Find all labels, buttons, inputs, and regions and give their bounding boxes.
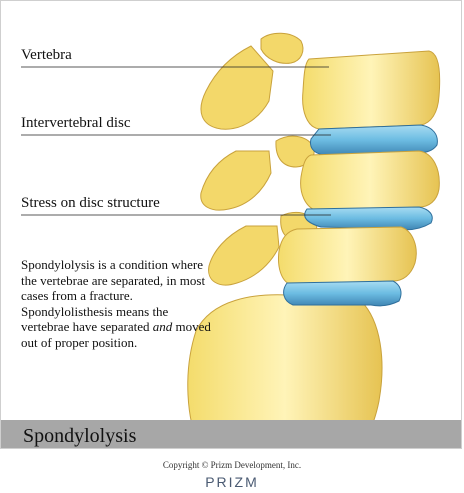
vertebral-body-1	[302, 50, 441, 130]
description-text: Spondylolysis is a condition where the v…	[21, 257, 211, 350]
diagram-frame: Vertebra Intervertebral disc Stress on d…	[0, 0, 462, 449]
intervertebral-disc-2	[304, 206, 433, 231]
intervertebral-disc-3	[283, 280, 402, 307]
page-title: Spondylolysis	[23, 425, 137, 447]
description-tail: moved out of proper position.	[21, 319, 211, 350]
label-intervertebral-disc: Intervertebral disc	[21, 115, 131, 131]
description-emphasis: and	[152, 319, 173, 334]
intervertebral-disc-1	[310, 124, 438, 156]
copyright-notice: Copyright © Prizm Development, Inc.	[162, 460, 302, 470]
prizm-logo: PRIZM	[205, 474, 259, 490]
label-stress-on-disc: Stress on disc structure	[21, 195, 160, 211]
title-banner: Spondylolysis	[1, 420, 461, 448]
spine-illustration	[21, 32, 441, 448]
sacrum	[187, 294, 383, 448]
description-lead: Spondylolysis is a condition where the v…	[21, 257, 206, 334]
vertebral-body-2	[300, 150, 440, 212]
vertebral-body-3	[278, 226, 417, 286]
label-vertebra: Vertebra	[21, 47, 72, 63]
